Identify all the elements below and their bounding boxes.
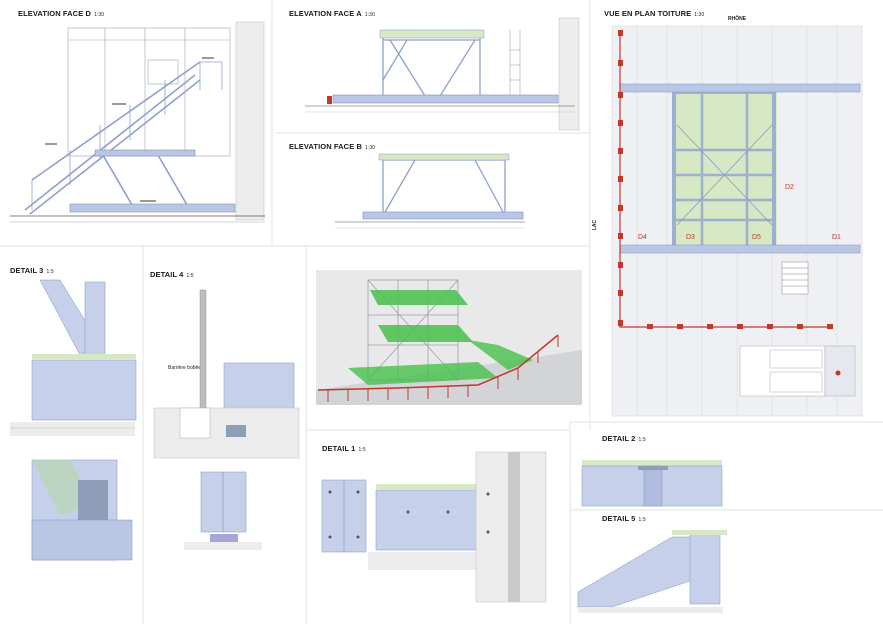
zone-label-d4: D4 <box>638 234 647 241</box>
river-label: RHÔNE <box>728 16 747 22</box>
detail-1-drawing <box>321 451 547 603</box>
barrier-label: Barrière bobée <box>168 365 202 371</box>
elevation-face-d-drawing <box>10 21 265 223</box>
detail-4-drawing <box>153 289 300 550</box>
zone-label-d5: D5 <box>752 234 761 241</box>
detail-2-drawing <box>581 460 723 507</box>
zone-label-d1: D1 <box>832 234 841 241</box>
3d-view-drawing <box>316 270 582 405</box>
zone-label-d3: D3 <box>686 234 695 241</box>
detail-5-drawing <box>577 530 727 613</box>
elevation-face-b-drawing <box>335 153 525 229</box>
roof-plan-drawing <box>611 25 863 417</box>
3d-view-panel <box>308 250 590 430</box>
detail-3-drawing <box>10 279 137 561</box>
elevation-face-a-drawing <box>305 17 580 131</box>
zone-label-d2: D2 <box>785 184 794 191</box>
